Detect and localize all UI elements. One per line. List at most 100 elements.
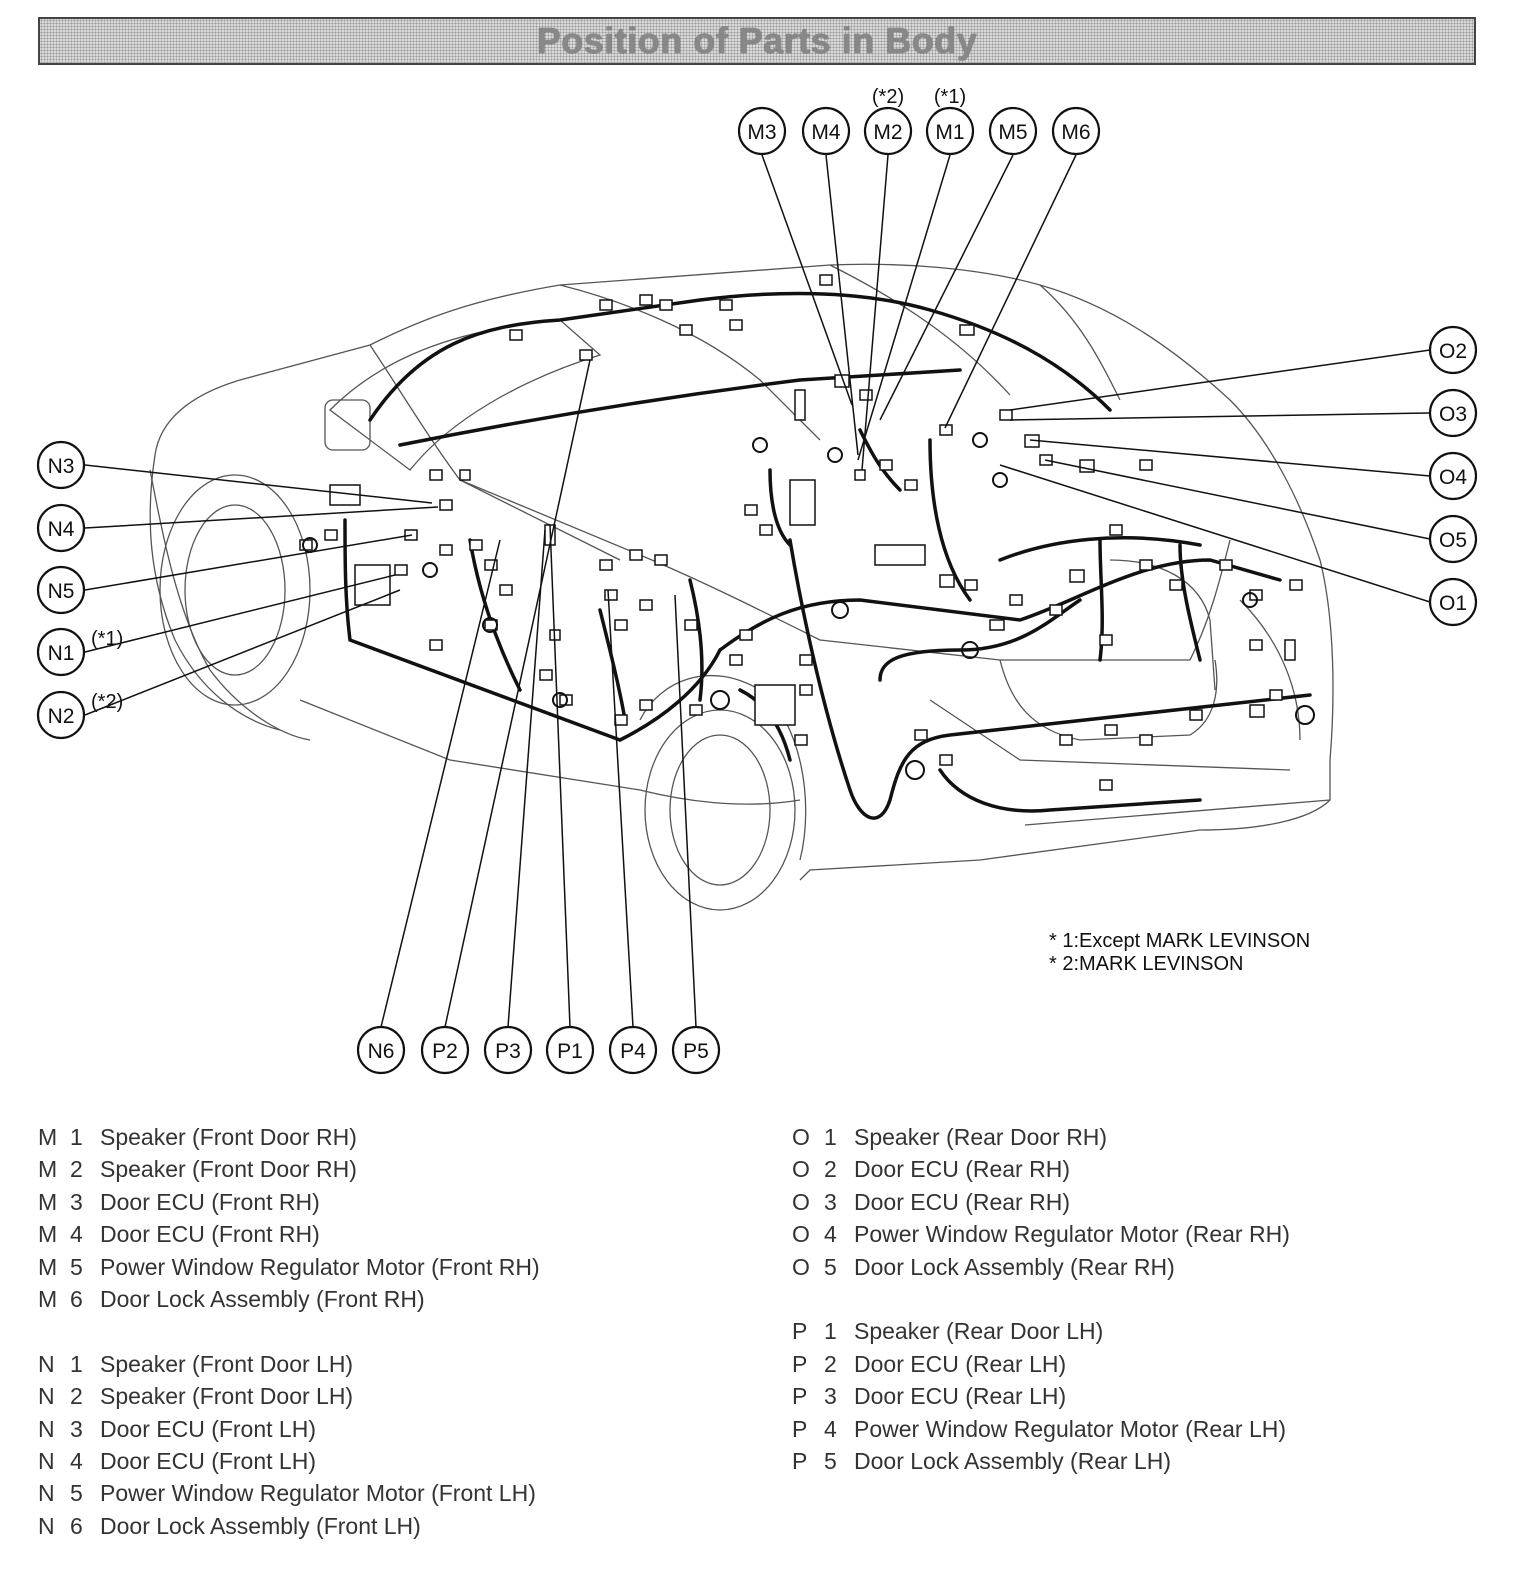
legend-letter: O: [792, 1188, 810, 1215]
wire-harness: [343, 291, 1312, 820]
callout-label: O4: [1439, 466, 1467, 489]
callout-M3: M3: [737, 106, 787, 156]
callout-P5: P5: [671, 1025, 721, 1075]
callout-N1: N1: [36, 627, 86, 677]
legend-description: Door ECU (Rear RH): [854, 1156, 1070, 1183]
legend-number: 3: [70, 1188, 83, 1215]
callout-label: N2: [48, 705, 75, 728]
callout-label: P3: [495, 1040, 521, 1063]
note-m1: (*1): [934, 86, 966, 108]
callout-P2: P2: [420, 1025, 470, 1075]
legend-description: Speaker (Front Door RH): [100, 1124, 357, 1150]
callout-N3: N3: [36, 440, 86, 490]
callout-N2: N2: [36, 690, 86, 740]
legend-description: Power Window Regulator Motor (Front RH): [100, 1253, 540, 1280]
callout-M6: M6: [1051, 106, 1101, 156]
grommets: [302, 432, 1315, 780]
legend-number: 5: [70, 1253, 83, 1280]
note-n1: (*1): [91, 628, 123, 650]
legend-letter: M: [38, 1156, 58, 1183]
legend-letter: N: [38, 1383, 55, 1410]
legend-description: Door ECU (Front RH): [100, 1221, 320, 1248]
legend-number: 4: [70, 1447, 83, 1474]
callout-label: P4: [620, 1040, 646, 1063]
legend-description: Door ECU (Rear LH): [854, 1350, 1067, 1377]
legend-description: Speaker (Rear Door LH): [854, 1318, 1104, 1345]
legend-number: 5: [824, 1447, 837, 1474]
legend-letter: M: [38, 1124, 58, 1150]
callout-label: N4: [48, 518, 75, 541]
legend-letter: P: [792, 1415, 808, 1442]
connectors: [299, 274, 1303, 791]
legend-letter: P: [792, 1318, 808, 1345]
callout-label: M6: [1061, 121, 1090, 144]
callout-label: O5: [1439, 529, 1467, 552]
legend-number: 3: [824, 1188, 837, 1215]
callout-label: P2: [432, 1040, 458, 1063]
callout-label: M4: [811, 121, 840, 144]
legend-letter: O: [792, 1253, 810, 1280]
legend-letter: M: [38, 1221, 58, 1248]
callout-O1: O1: [1428, 577, 1478, 627]
legend-letter: M: [38, 1285, 58, 1312]
legend-description: Speaker (Front Door LH): [100, 1350, 354, 1377]
legend-number: 4: [824, 1221, 837, 1248]
callout-P4: P4: [608, 1025, 658, 1075]
legend-description: Power Window Regulator Motor (Rear LH): [854, 1415, 1287, 1442]
legend-description: Door ECU (Rear RH): [854, 1188, 1070, 1215]
callout-N4: N4: [36, 503, 86, 553]
callout-M1: M1: [925, 106, 975, 156]
legend-letter: N: [38, 1480, 55, 1507]
legend-description: Power Window Regulator Motor (Front LH): [100, 1480, 536, 1507]
legend-number: 2: [824, 1350, 837, 1377]
legend-number: 3: [70, 1415, 83, 1442]
legend-description: Door Lock Assembly (Front RH): [100, 1285, 425, 1312]
callout-O3: O3: [1428, 388, 1478, 438]
legend-description: Door ECU (Rear LH): [854, 1383, 1067, 1410]
legend-number: 1: [70, 1350, 83, 1377]
legend-description: Door ECU (Front LH): [100, 1447, 316, 1474]
legend-letter: M: [38, 1253, 58, 1280]
legend-description: Door ECU (Front RH): [100, 1188, 320, 1215]
callout-O5: O5: [1428, 514, 1478, 564]
callout-label: M5: [998, 121, 1027, 144]
legend-number: 4: [824, 1415, 837, 1442]
callout-label: P5: [683, 1040, 709, 1063]
legend-number: 2: [824, 1156, 837, 1183]
callout-label: O3: [1439, 403, 1467, 426]
legend-number: 5: [70, 1480, 83, 1507]
legend-letter: N: [38, 1415, 55, 1442]
footnote-2: * 2:MARK LEVINSON: [1049, 953, 1244, 975]
callout-P3: P3: [483, 1025, 533, 1075]
callout-M4: M4: [801, 106, 851, 156]
callout-label: N3: [48, 455, 75, 478]
note-m2: (*2): [872, 86, 904, 108]
legend-number: 6: [70, 1285, 83, 1312]
callout-O4: O4: [1428, 451, 1478, 501]
callout-label: P1: [557, 1040, 583, 1063]
legend-number: 5: [824, 1253, 837, 1280]
callout-M2: M2: [863, 106, 913, 156]
callout-label: N1: [48, 642, 75, 665]
legend-number: 4: [70, 1221, 83, 1248]
legend-number: 2: [70, 1156, 83, 1183]
